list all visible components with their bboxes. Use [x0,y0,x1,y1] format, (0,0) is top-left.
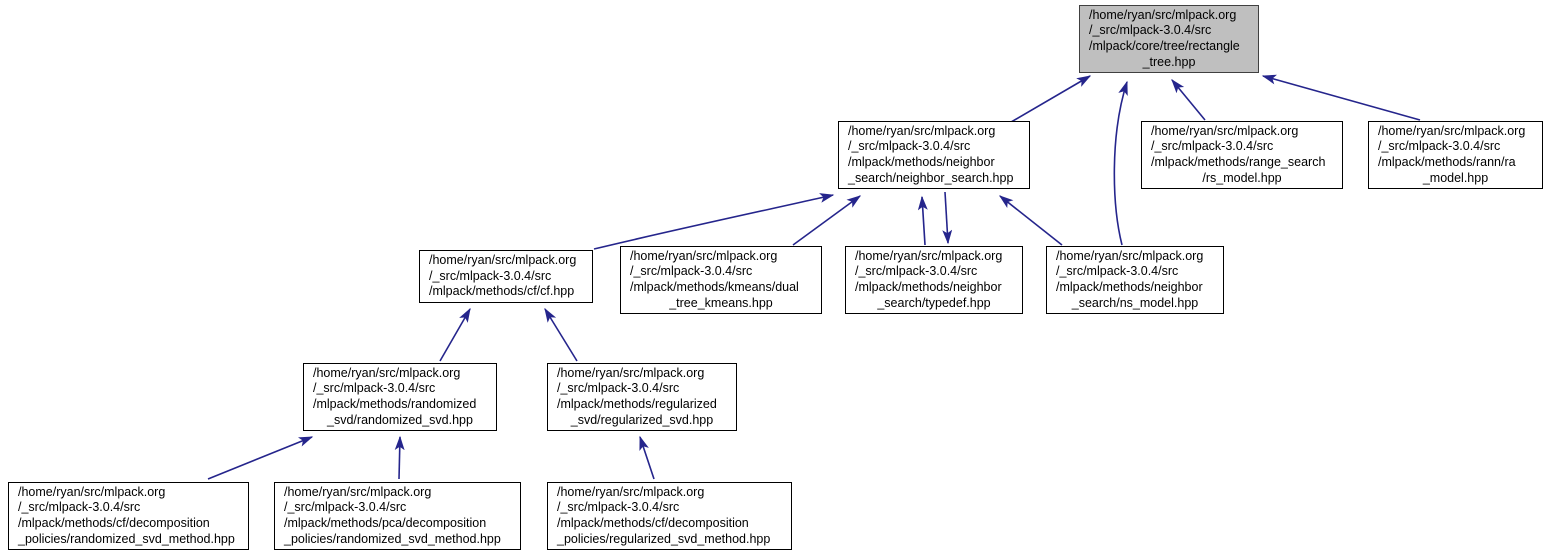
edge-cf-regularized-svd-method-to-regularized-svd [639,435,655,480]
node-label-line: /mlpack/methods/randomized [313,397,477,411]
node-label-line: /mlpack/methods/neighbor [1056,280,1203,294]
node-cf-hpp[interactable]: /home/ryan/src/mlpack.org/_src/mlpack-3.… [419,250,593,303]
node-regularized-svd-hpp[interactable]: /home/ryan/src/mlpack.org/_src/mlpack-3.… [547,363,737,431]
node-label-line: /mlpack/methods/kmeans/dual [630,280,799,294]
node-label-line: /mlpack/methods/rann/ra [1378,155,1516,169]
node-cf-randomized-svd-method-hpp[interactable]: /home/ryan/src/mlpack.org/_src/mlpack-3.… [8,482,249,550]
node-label-line: /_src/mlpack-3.0.4/src [1151,139,1274,154]
edge-typedef-to-neighbor-search [917,195,928,246]
node-label-line: /home/ryan/src/mlpack.org [557,484,705,499]
node-label-line: /_src/mlpack-3.0.4/src [18,500,141,515]
node-label-line: _search/ns_model.hpp [1071,295,1199,310]
node-label-line: _model.hpp [1422,170,1489,185]
node-label-line: /mlpack/methods/cf/decomposition [18,516,210,530]
edge-neighbor-search-to-typedef [942,191,953,245]
edge-cf-to-neighbor-search [593,193,835,250]
node-label-line: /home/ryan/src/mlpack.org [1151,123,1299,138]
node-label-line: /mlpack/methods/cf/decomposition [557,516,749,530]
node-label-line: /mlpack/methods/neighbor [848,155,995,169]
edge-randomized-svd-to-cf [439,307,471,362]
edge-rs-model-to-rectangle-tree [1171,79,1206,121]
node-cf-regularized-svd-method-hpp[interactable]: /home/ryan/src/mlpack.org/_src/mlpack-3.… [547,482,792,550]
node-label-line: /_src/mlpack-3.0.4/src [855,264,978,279]
node-label-line: /mlpack/methods/pca/decomposition [284,516,487,530]
edge-regularized-svd-to-cf [544,307,578,362]
node-label-line: /home/ryan/src/mlpack.org [429,253,577,268]
node-label-line: /_src/mlpack-3.0.4/src [284,500,407,515]
node-label-line: /_src/mlpack-3.0.4/src [1056,264,1179,279]
node-label-line: /home/ryan/src/mlpack.org [855,248,1003,263]
node-label-line: /_src/mlpack-3.0.4/src [848,139,971,154]
node-label-line: _search/neighbor_search.hpp [848,170,1014,185]
edge-dual-tree-kmeans-to-neighbor-search [792,195,862,246]
node-label-line: /home/ryan/src/mlpack.org [848,123,996,138]
node-label-line: _policies/randomized_svd_method.hpp [18,531,235,546]
node-rs-model-hpp[interactable]: /home/ryan/src/mlpack.org/_src/mlpack-3.… [1141,121,1343,189]
node-label-line: /mlpack/core/tree/rectangle [1089,39,1240,53]
node-label-line: _policies/regularized_svd_method.hpp [557,531,771,546]
node-label-line: _policies/randomized_svd_method.hpp [284,531,501,546]
node-typedef-hpp[interactable]: /home/ryan/src/mlpack.org/_src/mlpack-3.… [845,246,1023,314]
node-neighbor-search-hpp[interactable]: /home/ryan/src/mlpack.org/_src/mlpack-3.… [838,121,1030,189]
node-label-line: _tree_kmeans.hpp [669,295,773,310]
node-ns-model-hpp[interactable]: /home/ryan/src/mlpack.org/_src/mlpack-3.… [1046,246,1224,314]
edge-neighbor-search-to-rectangle-tree [1005,75,1092,126]
node-ra-model-hpp[interactable]: /home/ryan/src/mlpack.org/_src/mlpack-3.… [1368,121,1543,189]
node-label-line: _tree.hpp [1142,54,1196,69]
node-label-line: /home/ryan/src/mlpack.org [1089,7,1237,22]
node-label-line: /rs_model.hpp [1202,170,1282,185]
node-pca-randomized-svd-method-hpp[interactable]: /home/ryan/src/mlpack.org/_src/mlpack-3.… [274,482,521,550]
edge-ra-model-to-rectangle-tree [1261,74,1421,121]
node-dual-tree-kmeans-hpp[interactable]: /home/ryan/src/mlpack.org/_src/mlpack-3.… [620,246,822,314]
node-label-line: /_src/mlpack-3.0.4/src [557,500,680,515]
edge-pca-randomized-svd-method-to-randomized-svd [394,435,405,480]
node-label-line: /_src/mlpack-3.0.4/src [313,381,436,396]
node-label-line: /home/ryan/src/mlpack.org [630,248,778,263]
node-label-line: /_src/mlpack-3.0.4/src [429,268,552,283]
node-label-line: /_src/mlpack-3.0.4/src [630,264,753,279]
node-label-line: /home/ryan/src/mlpack.org [284,484,432,499]
edge-ns-model-to-neighbor-search [998,195,1063,246]
node-label-line: /mlpack/methods/neighbor [855,280,1002,294]
node-label-line: /mlpack/methods/regularized [557,397,717,411]
node-label-line: /home/ryan/src/mlpack.org [557,365,705,380]
node-label-line: /_src/mlpack-3.0.4/src [557,381,680,396]
node-label-line: /_src/mlpack-3.0.4/src [1089,23,1212,38]
node-label-line: _search/typedef.hpp [877,295,991,310]
node-label-line: /home/ryan/src/mlpack.org [1056,248,1204,263]
node-randomized-svd-hpp[interactable]: /home/ryan/src/mlpack.org/_src/mlpack-3.… [303,363,497,431]
node-label-line: /home/ryan/src/mlpack.org [1378,123,1526,138]
node-label-line: _svd/randomized_svd.hpp [327,412,473,427]
node-label-line: /mlpack/methods/range_search [1151,155,1326,169]
node-label-line: /mlpack/methods/cf/cf.hpp [429,284,575,299]
node-label-line: /home/ryan/src/mlpack.org [18,484,166,499]
node-label-line: /home/ryan/src/mlpack.org [313,365,461,380]
node-rectangle-tree-hpp[interactable]: /home/ryan/src/mlpack.org/_src/mlpack-3.… [1079,5,1259,73]
edge-ns-model-to-rectangle-tree [1113,80,1128,246]
node-label-line: /_src/mlpack-3.0.4/src [1378,139,1501,154]
node-label-line: _svd/regularized_svd.hpp [570,412,714,427]
edge-cf-randomized-svd-method-to-randomized-svd [207,436,314,480]
